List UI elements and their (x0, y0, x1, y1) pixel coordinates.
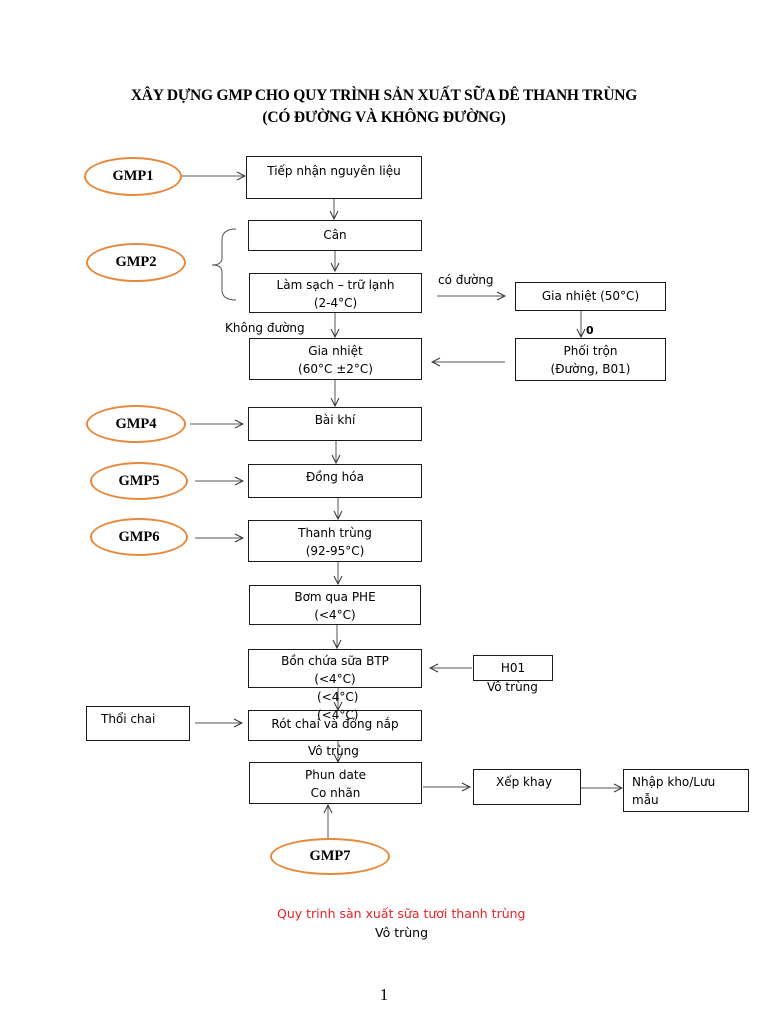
step-nhap-kho-luu-mau: Nhập kho/Lưu mẫu (623, 769, 749, 812)
step-gia-nhiet-60: Gia nhiệt (60°C ±2°C) (249, 338, 422, 380)
label-co-duong: có đường (438, 273, 494, 287)
step-label: Gia nhiệt (50°C) (541, 289, 640, 303)
gmp5-oval: GMP5 (90, 462, 188, 500)
step-lam-sach-tru-lanh: Làm sạch – trữ lạnh (2-4°C) (249, 273, 422, 313)
gmp2-oval: GMP2 (86, 243, 186, 282)
label-temp-overlap-1: (<4°C) (317, 690, 359, 704)
step-bon-chua-sua-btp: Bồn chứa sữa BTP (<4°C) (248, 649, 422, 688)
step-temperature: (92-95°C) (305, 544, 365, 558)
caption-sub: Vô trùng (375, 925, 429, 940)
step-rot-chai-dong-nap: Rót chai và đóng nắp (248, 710, 422, 741)
step-h01: H01 (473, 655, 553, 681)
caption-main: Quy trinh sàn xuất sữa tươi thanh trùng (277, 906, 526, 921)
step-label: Cân (323, 228, 347, 242)
step-label: Bơm qua PHE (294, 590, 376, 604)
gmp7-oval: GMP7 (270, 838, 390, 875)
step-phoi-tron: Phối trộn (Đường, B01) (515, 338, 666, 381)
step-xep-khay: Xếp khay (473, 769, 581, 805)
label-temp-overlap-2: (<4°C) (317, 708, 359, 722)
step-bai-khi: Bài khí (248, 407, 422, 441)
step-label: Thanh trùng (298, 526, 372, 540)
step-label: Tiếp nhận nguyên liệu (267, 164, 401, 178)
step-label: Bài khí (314, 413, 356, 427)
step-temperature: (<4°C) (314, 608, 356, 622)
step-label: H01 (500, 661, 526, 675)
page-number: 1 (379, 985, 389, 1004)
step-ingredients: (Đường, B01) (550, 362, 631, 376)
step-label-2: Co nhãn (310, 786, 361, 800)
document-title: XÂY DỰNG GMP CHO QUY TRÌNH SẢN XUẤT SỮA … (130, 87, 638, 104)
step-label: Rót chai và đóng nắp (271, 717, 399, 731)
step-label: Làm sạch – trữ lạnh (276, 278, 395, 292)
label-khong-duong: Không đường (225, 321, 305, 335)
step-label: Xếp khay (496, 775, 553, 789)
step-thoi-chai: Thổi chai (86, 706, 190, 741)
step-temperature: (60°C ±2°C) (298, 362, 373, 376)
step-phun-date-co-nhan: Phun date Co nhãn (249, 762, 422, 804)
step-gia-nhiet-50: Gia nhiệt (50°C) (515, 282, 666, 311)
step-label: Phối trộn (563, 344, 618, 358)
step-label-2: mẫu (632, 793, 659, 807)
step-thanh-trung: Thanh trùng (92-95°C) (248, 520, 422, 562)
gmp2-brace (211, 228, 237, 301)
step-label: Thổi chai (101, 712, 156, 726)
label-h01-vo-trung: Vô trùng (487, 680, 538, 694)
step-label: Gia nhiệt (308, 344, 363, 358)
step-tiep-nhan-nguyen-lieu: Tiếp nhận nguyên liệu (246, 156, 422, 199)
step-temperature: (2-4°C) (313, 296, 358, 310)
document-subtitle: (CÓ ĐƯỜNG VÀ KHÔNG ĐƯỜNG) (262, 109, 506, 126)
gmp4-oval: GMP4 (86, 405, 186, 443)
step-can: Cân (248, 220, 422, 251)
step-label: Nhập kho/Lưu (632, 775, 716, 789)
gmp1-oval: GMP1 (84, 157, 182, 196)
label-zero: 0 (586, 324, 594, 337)
step-temperature: (<4°C) (314, 672, 356, 686)
label-rot-chai-vo-trung: Vô trùng (308, 744, 359, 758)
step-label: Bồn chứa sữa BTP (281, 654, 389, 668)
step-dong-hoa: Đồng hóa (248, 464, 422, 498)
step-label: Đồng hóa (306, 470, 364, 484)
step-label: Phun date (305, 768, 366, 782)
gmp6-oval: GMP6 (90, 518, 188, 556)
step-bom-qua-phe: Bơm qua PHE (<4°C) (249, 585, 421, 625)
